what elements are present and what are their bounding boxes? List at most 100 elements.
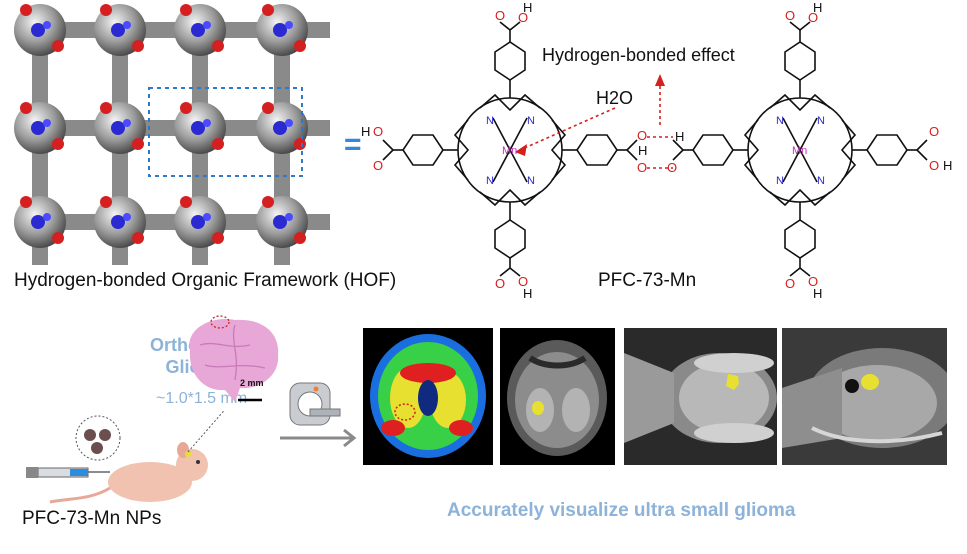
nitrogen-atom bbox=[273, 121, 287, 135]
mri-panel-sagittal bbox=[782, 328, 947, 465]
nitrogen-atom bbox=[191, 121, 205, 135]
oxygen-atom bbox=[262, 196, 274, 208]
oxygen-atom bbox=[20, 4, 32, 16]
mri-panel-axial bbox=[624, 328, 777, 465]
glioma-size-label: ~1.0*1.5 mm bbox=[156, 390, 248, 407]
nitrogen-atom bbox=[273, 23, 287, 37]
hof-caption: Hydrogen-bonded Organic Framework (HOF) bbox=[14, 270, 397, 291]
h-atom: H bbox=[361, 124, 370, 139]
o-atom: O bbox=[785, 276, 795, 291]
mri-panel-colormap bbox=[363, 328, 493, 465]
o-atom: O bbox=[637, 128, 647, 143]
n-atom: N bbox=[486, 115, 494, 127]
oxygen-atom bbox=[262, 4, 274, 16]
nitrogen-atom bbox=[191, 23, 205, 37]
o-atom: O bbox=[373, 124, 383, 139]
oxygen-atom bbox=[132, 40, 144, 52]
oxygen-atom bbox=[52, 40, 64, 52]
water-label: H2O bbox=[596, 88, 634, 108]
nanoparticle-icon bbox=[91, 442, 103, 454]
o-atom: O bbox=[808, 10, 818, 25]
h-atom: H bbox=[943, 158, 952, 173]
porphyrin-right bbox=[672, 21, 928, 277]
scanner-arrow-group bbox=[280, 382, 357, 448]
nitrogen-atom bbox=[111, 215, 125, 229]
o-atom: O bbox=[495, 276, 505, 291]
oxygen-atom bbox=[294, 232, 306, 244]
oxygen-atom bbox=[20, 102, 32, 114]
o-atom: O bbox=[637, 160, 647, 175]
oxygen-atom bbox=[132, 138, 144, 150]
hydrogen-bond-lines bbox=[519, 82, 673, 169]
mouse-icon bbox=[49, 442, 208, 504]
oxygen-atom bbox=[180, 102, 192, 114]
equals-sign: = bbox=[344, 128, 362, 161]
pfc-73-mn-structure: Mn Mn N N N N N N N N O O H O O H O H O … bbox=[361, 0, 952, 300]
oxygen-atom bbox=[294, 40, 306, 52]
nitrogen-atom bbox=[43, 213, 51, 221]
nitrogen-atom bbox=[123, 213, 131, 221]
nitrogen-atom bbox=[123, 119, 131, 127]
h-atom: H bbox=[638, 143, 647, 158]
brain-section-image bbox=[189, 315, 279, 402]
mn-atom-left: Mn bbox=[502, 145, 517, 157]
n-atom: N bbox=[817, 115, 825, 127]
visualize-caption: Accurately visualize ultra small glioma bbox=[447, 500, 796, 521]
nanoparticle-inset bbox=[75, 415, 121, 461]
oxygen-atom bbox=[262, 102, 274, 114]
o-atom: O bbox=[785, 8, 795, 23]
nitrogen-atom bbox=[43, 21, 51, 29]
oxygen-atom bbox=[100, 196, 112, 208]
o-atom: O bbox=[518, 274, 528, 289]
oxygen-atom bbox=[132, 232, 144, 244]
mri-scanner-icon bbox=[289, 382, 341, 426]
mri-panel-coronal bbox=[500, 328, 615, 465]
h-atom: H bbox=[523, 0, 532, 15]
nanoparticle-icon bbox=[84, 429, 96, 441]
o-atom: O bbox=[929, 124, 939, 139]
mn-atom-right: Mn bbox=[792, 145, 807, 157]
nitrogen-atom bbox=[43, 119, 51, 127]
porphyrin-left bbox=[382, 21, 638, 277]
nitrogen-atom bbox=[31, 215, 45, 229]
hof-lattice-illustration bbox=[14, 4, 330, 265]
oxygen-atom bbox=[52, 232, 64, 244]
nanoparticle-icon bbox=[99, 429, 111, 441]
o-atom: O bbox=[667, 160, 677, 175]
h-atom: H bbox=[523, 286, 532, 300]
nitrogen-atom bbox=[203, 213, 211, 221]
mouse-injection-illustration bbox=[26, 410, 226, 504]
oxygen-atom bbox=[180, 196, 192, 208]
oxygen-atom bbox=[100, 4, 112, 16]
n-atom: N bbox=[527, 175, 535, 187]
h-atom: H bbox=[813, 0, 822, 15]
nitrogen-atom bbox=[123, 21, 131, 29]
right-arrow-icon bbox=[343, 428, 357, 448]
nitrogen-atom bbox=[285, 213, 293, 221]
oxygen-atom bbox=[180, 4, 192, 16]
o-atom: O bbox=[518, 10, 528, 25]
o-atom: O bbox=[808, 274, 818, 289]
nitrogen-atom bbox=[111, 23, 125, 37]
nitrogen-atom bbox=[111, 121, 125, 135]
tumor-outline bbox=[210, 315, 230, 329]
hydrogen-bonded-effect-label: Hydrogen-bonded effect bbox=[542, 45, 735, 65]
n-atom: N bbox=[486, 175, 494, 187]
pfc-caption: PFC-73-Mn bbox=[598, 270, 697, 291]
oxygen-atom bbox=[212, 138, 224, 150]
nitrogen-atom bbox=[31, 23, 45, 37]
nps-caption: PFC-73-Mn NPs bbox=[22, 508, 162, 529]
h-atom: H bbox=[675, 129, 684, 144]
nitrogen-atom bbox=[285, 21, 293, 29]
o-atom: O bbox=[495, 8, 505, 23]
n-atom: N bbox=[817, 175, 825, 187]
n-atom: N bbox=[776, 115, 784, 127]
nitrogen-atom bbox=[273, 215, 287, 229]
oxygen-atom bbox=[294, 138, 306, 150]
nitrogen-atom bbox=[285, 119, 293, 127]
scale-bar-label: 2 mm bbox=[240, 378, 264, 388]
n-atom: N bbox=[527, 115, 535, 127]
syringe-icon bbox=[26, 467, 110, 478]
n-atom: N bbox=[776, 175, 784, 187]
oxygen-atom bbox=[212, 232, 224, 244]
